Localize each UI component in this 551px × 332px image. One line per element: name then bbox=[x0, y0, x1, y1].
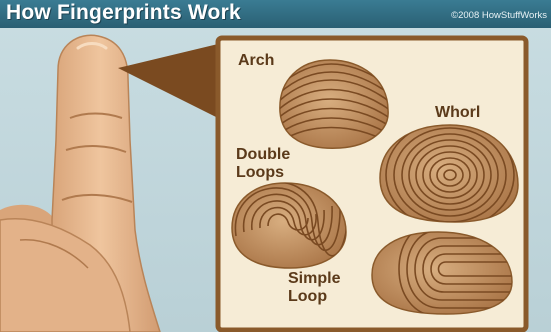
label-simple-loop: Simple Loop bbox=[288, 270, 340, 306]
label-arch: Arch bbox=[238, 52, 274, 70]
label-double-loops: Double Loops bbox=[236, 146, 290, 182]
finger-illustration bbox=[0, 35, 160, 332]
callout-pointer bbox=[118, 44, 218, 118]
label-whorl: Whorl bbox=[435, 104, 480, 122]
